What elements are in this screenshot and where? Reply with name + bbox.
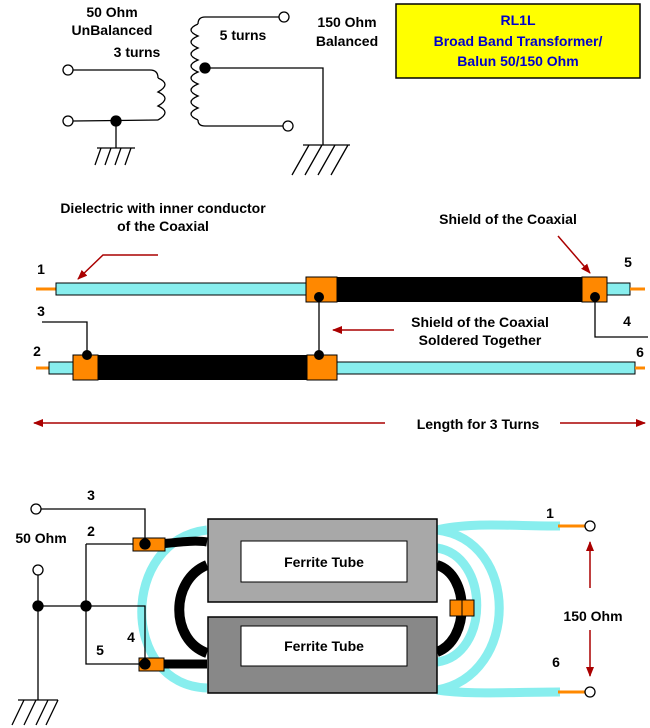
title-box: RL1L Broad Band Transformer/ Balun 50/15… bbox=[395, 3, 641, 79]
coax-pin-1: 1 bbox=[37, 261, 45, 277]
coax-pin-2: 2 bbox=[33, 343, 41, 359]
in-terminal-hot bbox=[32, 564, 44, 576]
primary-coil bbox=[156, 77, 166, 121]
cyan-loop-right-2 bbox=[435, 543, 482, 667]
title-box-background bbox=[395, 3, 641, 79]
bottom-solder-right bbox=[306, 354, 338, 381]
shield-label: Shield of the Coaxial bbox=[439, 211, 577, 227]
secondary-wire-top bbox=[197, 16, 279, 25]
pin3-wire bbox=[42, 321, 88, 355]
secondary-wire-bottom bbox=[197, 119, 283, 127]
out-impedance-label: 150 Ohm bbox=[563, 608, 622, 624]
ferrite-core-bottom-label-box bbox=[240, 625, 408, 667]
schematic-right-label-2: Balanced bbox=[316, 33, 378, 49]
ferrite-pin-5: 5 bbox=[96, 642, 104, 658]
pin3-node bbox=[82, 350, 92, 360]
bottom-dielectric-left bbox=[48, 361, 76, 375]
schematic-right-label-1: 150 Ohm bbox=[317, 14, 376, 30]
secondary-coil bbox=[190, 23, 200, 121]
ferrite-core-top-label: Ferrite Tube bbox=[284, 554, 364, 570]
black-loop-left bbox=[174, 560, 210, 658]
coax-construction: Dielectric with inner conductor of the C… bbox=[33, 200, 648, 432]
in-terminal-top bbox=[30, 503, 42, 515]
cyan-lead-bottom bbox=[436, 685, 561, 698]
ferrite-pin-2: 2 bbox=[87, 523, 95, 539]
top-shield bbox=[310, 277, 600, 302]
schematic-left-label-2: UnBalanced bbox=[72, 22, 153, 38]
coax-pin-6: 6 bbox=[636, 344, 644, 360]
length-label: Length for 3 Turns bbox=[417, 416, 540, 432]
primary-wire-top bbox=[73, 69, 159, 79]
cyan-lead-top bbox=[435, 520, 561, 535]
ferrite-pin-1: 1 bbox=[546, 505, 554, 521]
pin4-line bbox=[86, 605, 146, 664]
primary-terminal-bottom bbox=[62, 115, 74, 127]
dielectric-label-2: of the Coaxial bbox=[117, 218, 209, 234]
secondary-turns-label: 5 turns bbox=[220, 27, 267, 43]
cyan-loop-right-1 bbox=[436, 525, 504, 695]
ferrite-pin-6: 6 bbox=[552, 654, 560, 670]
coax-pin-5: 5 bbox=[624, 254, 632, 270]
dielectric-label-1: Dielectric with inner conductor bbox=[60, 200, 266, 216]
bottom-dielectric-right bbox=[334, 361, 636, 375]
soldered-label-2: Soldered Together bbox=[419, 332, 542, 348]
ferrite-core-top-label-box bbox=[240, 540, 408, 583]
pin3-line bbox=[41, 508, 146, 544]
out-terminal-6 bbox=[584, 686, 596, 698]
input-wiring bbox=[11, 503, 151, 726]
ferrite-solder-center-b bbox=[461, 599, 475, 617]
input-ground-symbol bbox=[11, 699, 59, 726]
soldered-label-1: Shield of the Coaxial bbox=[411, 314, 549, 330]
ferrite-pin-3: 3 bbox=[87, 487, 95, 503]
black-lead-top bbox=[159, 536, 208, 549]
pin4-node bbox=[590, 292, 600, 302]
pin4-wire bbox=[594, 297, 648, 338]
in-impedance-label: 50 Ohm bbox=[15, 530, 66, 546]
pin2-vertical bbox=[85, 544, 145, 665]
transformer-schematic: 50 Ohm UnBalanced 3 turns 5 turns 150 Oh… bbox=[62, 4, 378, 176]
bottom-shield bbox=[74, 355, 336, 380]
primary-ground-symbol bbox=[94, 147, 135, 166]
top-dielectric-left bbox=[55, 282, 312, 296]
shield-link-node-top bbox=[314, 292, 324, 302]
title-line-1: RL1L bbox=[501, 12, 536, 28]
secondary-ground-symbol bbox=[291, 144, 350, 176]
coax-pin-4: 4 bbox=[623, 313, 631, 329]
dielectric-arrow bbox=[77, 254, 158, 280]
ferrite-core-bottom-label: Ferrite Tube bbox=[284, 638, 364, 654]
schematic-left-label-1: 50 Ohm bbox=[86, 4, 137, 20]
primary-terminal-top bbox=[62, 64, 74, 76]
secondary-center-tap-wire bbox=[205, 67, 324, 145]
shield-arrow bbox=[557, 235, 591, 274]
out-terminal-1 bbox=[584, 520, 596, 532]
primary-turns-label: 3 turns bbox=[114, 44, 161, 60]
ferrite-solder-center-a bbox=[449, 599, 463, 617]
secondary-terminal-bottom bbox=[282, 120, 294, 132]
ferrite-pin-4: 4 bbox=[127, 629, 135, 645]
title-line-3: Balun 50/150 Ohm bbox=[457, 53, 578, 69]
secondary-terminal-top bbox=[278, 11, 290, 23]
pin3-junction bbox=[139, 538, 151, 550]
coax-pin-3: 3 bbox=[37, 303, 45, 319]
shield-link-node-bottom bbox=[314, 350, 324, 360]
ferrite-assembly: Ferrite Tube Ferrite Tube 150 Ohm bbox=[11, 487, 623, 726]
title-line-2: Broad Band Transformer/ bbox=[434, 33, 603, 49]
